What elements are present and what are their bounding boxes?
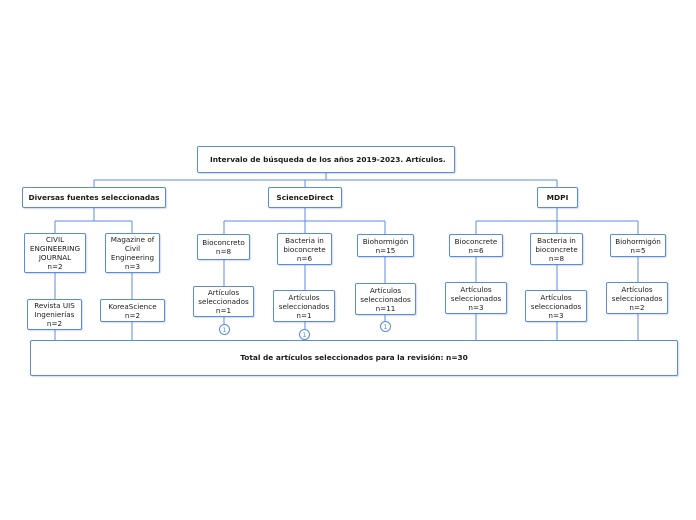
mdpi-bacteria-selected[interactable]: Artículos seleccionados n=3 xyxy=(525,290,587,322)
sd-biohormigon-selected[interactable]: Artículos seleccionados n=11 xyxy=(355,283,416,315)
source-civil-engineering-journal[interactable]: CIVIL ENGINEERING JOURNAL n=2 xyxy=(24,233,86,273)
source-magazine-civil-engineering[interactable]: Magazine of Civil Engineering n=3 xyxy=(105,233,160,273)
group-sciencedirect[interactable]: ScienceDirect xyxy=(268,187,342,208)
sd-bioconcreto[interactable]: Bioconcreto n=8 xyxy=(197,234,250,260)
mdpi-biohormigon-selected[interactable]: Artículos seleccionados n=2 xyxy=(606,282,668,314)
group-diversas-fuentes[interactable]: Diversas fuentes seleccionadas xyxy=(22,187,166,208)
mdpi-bioconcrete[interactable]: Bioconcrete n=6 xyxy=(449,234,503,257)
sd-biohormigon[interactable]: Biohormigón n=15 xyxy=(357,234,414,257)
attachment-badge[interactable]: 1 xyxy=(219,324,230,335)
group-mdpi[interactable]: MDPI xyxy=(537,187,578,208)
total-summary[interactable]: Total de artículos seleccionados para la… xyxy=(30,340,678,376)
attachment-badge[interactable]: 1 xyxy=(299,329,310,340)
source-koreascience[interactable]: KoreaScience n=2 xyxy=(100,299,165,322)
root-node[interactable]: Intervalo de búsqueda de los años 2019-2… xyxy=(197,146,455,173)
sd-bacteria-selected[interactable]: Artículos seleccionados n=1 xyxy=(273,290,335,322)
sd-bioconcreto-selected[interactable]: Artículos seleccionados n=1 xyxy=(193,286,254,317)
mdpi-bacteria-bioconcrete[interactable]: Bacteria in bioconcrete n=8 xyxy=(530,233,583,265)
source-revista-uis-ingenierias[interactable]: Revista UIS Ingenierías n=2 xyxy=(27,299,82,330)
mdpi-biohormigon[interactable]: Biohormigón n=5 xyxy=(610,234,666,257)
sd-bacteria-bioconcrete[interactable]: Bacteria in bioconcrete n=6 xyxy=(277,233,332,265)
attachment-badge[interactable]: 1 xyxy=(380,321,391,332)
mdpi-bioconcrete-selected[interactable]: Artículos seleccionados n=3 xyxy=(445,282,507,314)
